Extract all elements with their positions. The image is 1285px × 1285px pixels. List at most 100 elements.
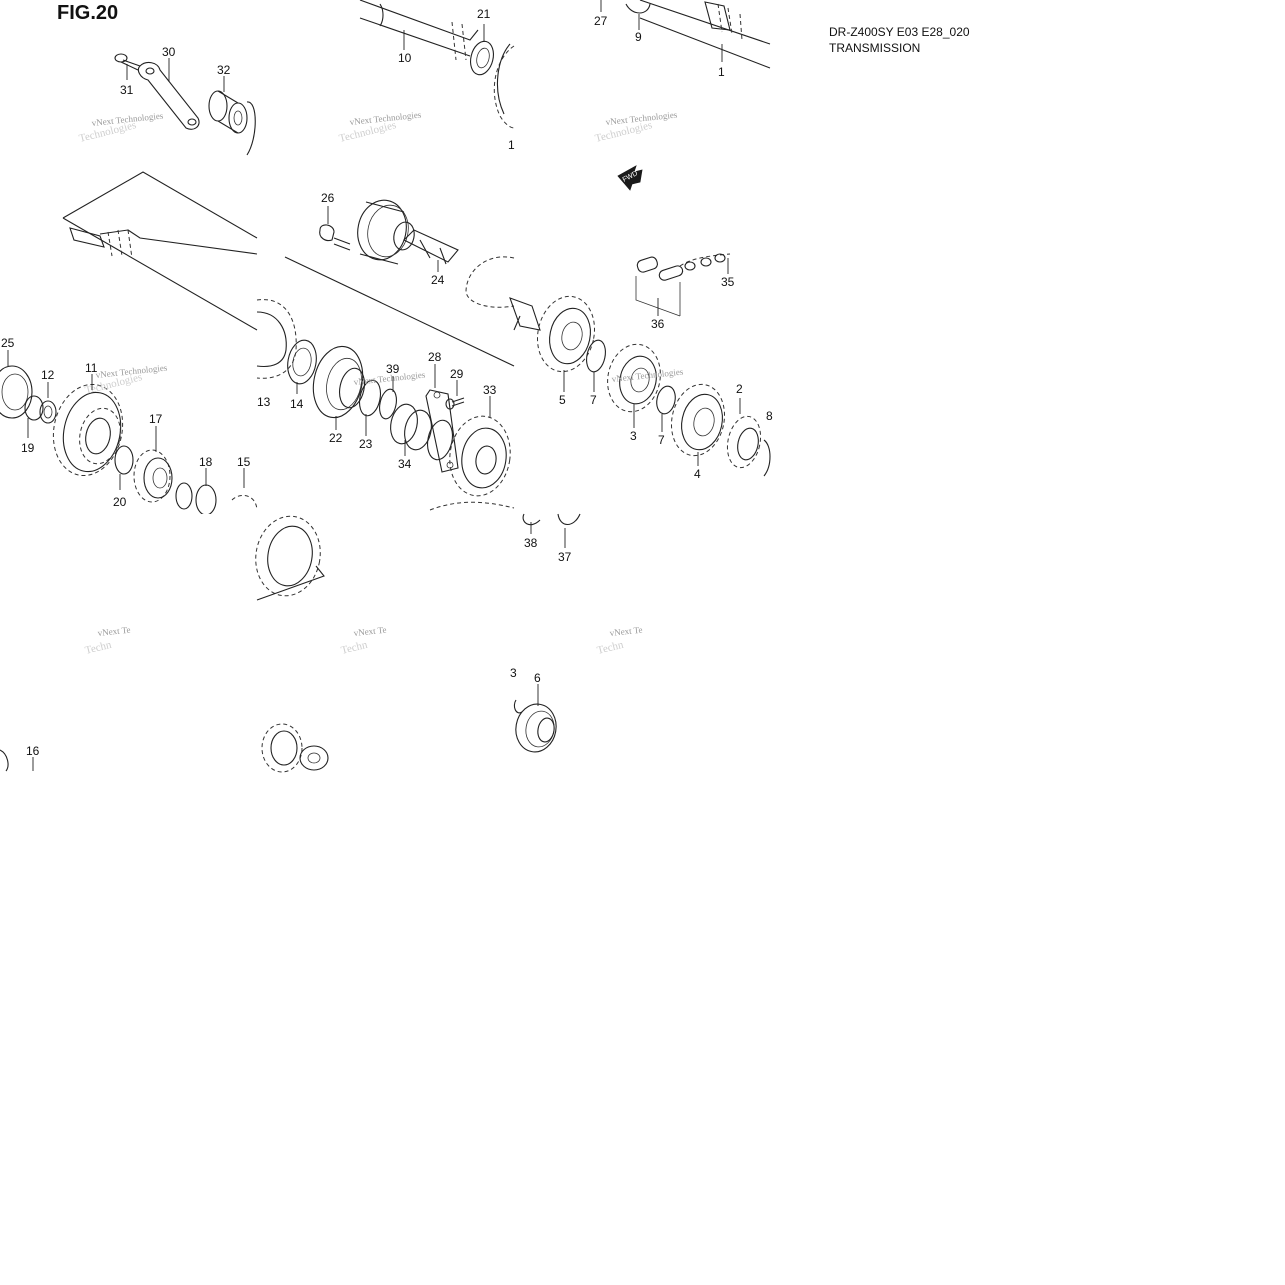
stopper-arm bbox=[137, 61, 200, 130]
gear-partial-2 bbox=[465, 256, 515, 308]
bolt-29 bbox=[445, 397, 465, 410]
part-37-edge bbox=[557, 513, 581, 526]
gear-partial-lower bbox=[255, 515, 325, 601]
callout-34: 34 bbox=[398, 457, 412, 471]
chain-joint-36 bbox=[635, 256, 684, 317]
callout-37: 37 bbox=[558, 550, 572, 564]
bearing-22 bbox=[312, 345, 366, 419]
callout-26: 26 bbox=[321, 191, 335, 205]
callout-29: 29 bbox=[450, 367, 464, 381]
shaft-end bbox=[403, 229, 459, 265]
callout-2: 2 bbox=[736, 382, 743, 396]
callout-5: 5 bbox=[559, 393, 566, 407]
gear-11 bbox=[52, 383, 124, 477]
shift-fork-end bbox=[509, 297, 541, 331]
callout-17: 17 bbox=[149, 412, 163, 426]
callout-30: 30 bbox=[162, 45, 176, 59]
tile-top-right: FWD vNext Technologies Technologies bbox=[594, 0, 771, 191]
bearing-6 bbox=[513, 699, 557, 753]
gear-15-partial bbox=[231, 494, 258, 511]
spacer-34 bbox=[390, 403, 454, 461]
tile-bottom-center: vNext Te Techn bbox=[255, 515, 387, 773]
gear-17 bbox=[133, 449, 173, 503]
callout-13: 13 bbox=[257, 395, 271, 409]
figure-title: FIG.20 bbox=[57, 2, 119, 24]
callout-32: 32 bbox=[217, 63, 231, 77]
callout-14: 14 bbox=[290, 397, 304, 411]
part-16-edge bbox=[0, 749, 9, 772]
sprocket-33 bbox=[429, 415, 515, 511]
washer-19 bbox=[24, 395, 57, 424]
callout-39: 39 bbox=[386, 362, 400, 376]
bearing bbox=[357, 199, 415, 265]
chain-35 bbox=[679, 253, 731, 271]
thrust-washer bbox=[470, 40, 494, 76]
tile-bottom-right: vNext Te Techn bbox=[513, 513, 643, 753]
washer-14 bbox=[287, 339, 317, 385]
drum-frame bbox=[62, 171, 258, 239]
section-name: TRANSMISSION bbox=[829, 41, 921, 55]
bearing-25 bbox=[0, 365, 33, 419]
callout-16: 16 bbox=[26, 744, 40, 758]
callout-1: 1 bbox=[718, 65, 725, 79]
callout-9: 9 bbox=[635, 30, 642, 44]
plate-28 bbox=[425, 389, 459, 473]
callout-35: 35 bbox=[721, 275, 735, 289]
callout-6: 6 bbox=[534, 671, 541, 685]
gear-4 bbox=[670, 383, 726, 457]
callout-12: 12 bbox=[41, 368, 55, 382]
gear-2 bbox=[726, 415, 762, 469]
callout-22: 22 bbox=[329, 431, 343, 445]
callout-36: 36 bbox=[651, 317, 665, 331]
callout-27: 27 bbox=[594, 14, 608, 28]
tile-top-left: vNext Technologies Technologies bbox=[62, 53, 258, 331]
fwd-arrow: FWD bbox=[617, 165, 643, 191]
callout-3b: 3 bbox=[510, 666, 517, 680]
watermark-7b: Techn bbox=[84, 639, 113, 657]
countershaft-end bbox=[69, 227, 258, 259]
frame-line bbox=[284, 256, 515, 367]
callout-19: 19 bbox=[21, 441, 35, 455]
washer-8 bbox=[763, 439, 771, 477]
callout-24: 24 bbox=[431, 273, 445, 287]
watermark-8: vNext Te bbox=[353, 625, 387, 638]
main-shaft bbox=[625, 0, 771, 69]
callout-3: 3 bbox=[630, 429, 637, 443]
callout-33: 33 bbox=[483, 383, 497, 397]
callouts: 1 2 3 4 5 6 7 7 8 9 10 11 12 13 14 15 16… bbox=[1, 0, 773, 771]
callout-11: 11 bbox=[85, 361, 98, 375]
callout-38: 38 bbox=[524, 536, 538, 550]
countershaft bbox=[359, 0, 479, 61]
callout-1b: 1 bbox=[508, 138, 515, 152]
washer-20 bbox=[114, 445, 134, 475]
circlip-7b bbox=[656, 385, 676, 415]
tile-mid-left: vNext Technologies Technologies bbox=[0, 362, 258, 516]
stopper-roller bbox=[208, 90, 248, 134]
gear-partial bbox=[493, 45, 515, 129]
watermark-7: vNext Te bbox=[97, 625, 131, 638]
callout-18: 18 bbox=[199, 455, 213, 469]
callout-21: 21 bbox=[477, 7, 491, 21]
callout-31: 31 bbox=[120, 83, 134, 97]
callout-28: 28 bbox=[428, 350, 442, 364]
callout-15: 15 bbox=[237, 455, 251, 469]
circlip-7a bbox=[586, 339, 606, 373]
gear-5 bbox=[536, 295, 596, 373]
gear-3 bbox=[607, 343, 661, 413]
callout-25: 25 bbox=[1, 336, 15, 350]
model-code: DR-Z400SY E03 E28_020 bbox=[829, 25, 970, 39]
watermark-9: vNext Te bbox=[609, 625, 643, 638]
tile-bottom-left: vNext Te Techn bbox=[0, 625, 131, 772]
stopper-bolt bbox=[114, 53, 141, 71]
callout-10: 10 bbox=[398, 51, 412, 65]
sprocket-partial-lower bbox=[261, 723, 329, 773]
callout-23: 23 bbox=[359, 437, 373, 451]
circlip-18 bbox=[175, 482, 217, 516]
callout-7b: 7 bbox=[658, 433, 665, 447]
watermark-9b: Techn bbox=[596, 639, 625, 657]
collar-bolt bbox=[319, 224, 351, 251]
callout-7a: 7 bbox=[590, 393, 597, 407]
gear-edge bbox=[246, 101, 256, 156]
callout-8: 8 bbox=[766, 409, 773, 423]
